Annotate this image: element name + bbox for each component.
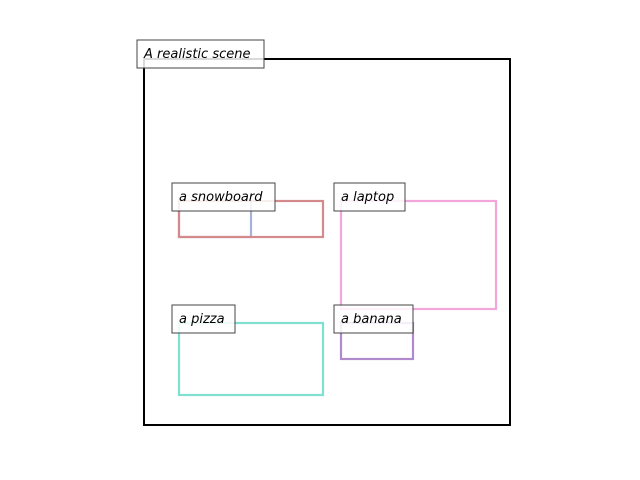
banana-label: a banana [333,304,414,334]
banana-label-text: a banana [341,312,402,327]
scene-frame [143,58,511,426]
snowboard-label: a snowboard [171,182,276,212]
laptop-box [339,199,498,311]
scene-title-text: A realistic scene [143,47,250,62]
snowboard-label-text: a snowboard [179,190,263,205]
scene-title-label: A realistic scene [136,39,265,69]
pizza-box [177,321,325,397]
pizza-label: a pizza [171,304,236,334]
pizza-label-text: a pizza [179,312,225,327]
laptop-label-text: a laptop [341,190,394,205]
laptop-label: a laptop [333,182,406,212]
